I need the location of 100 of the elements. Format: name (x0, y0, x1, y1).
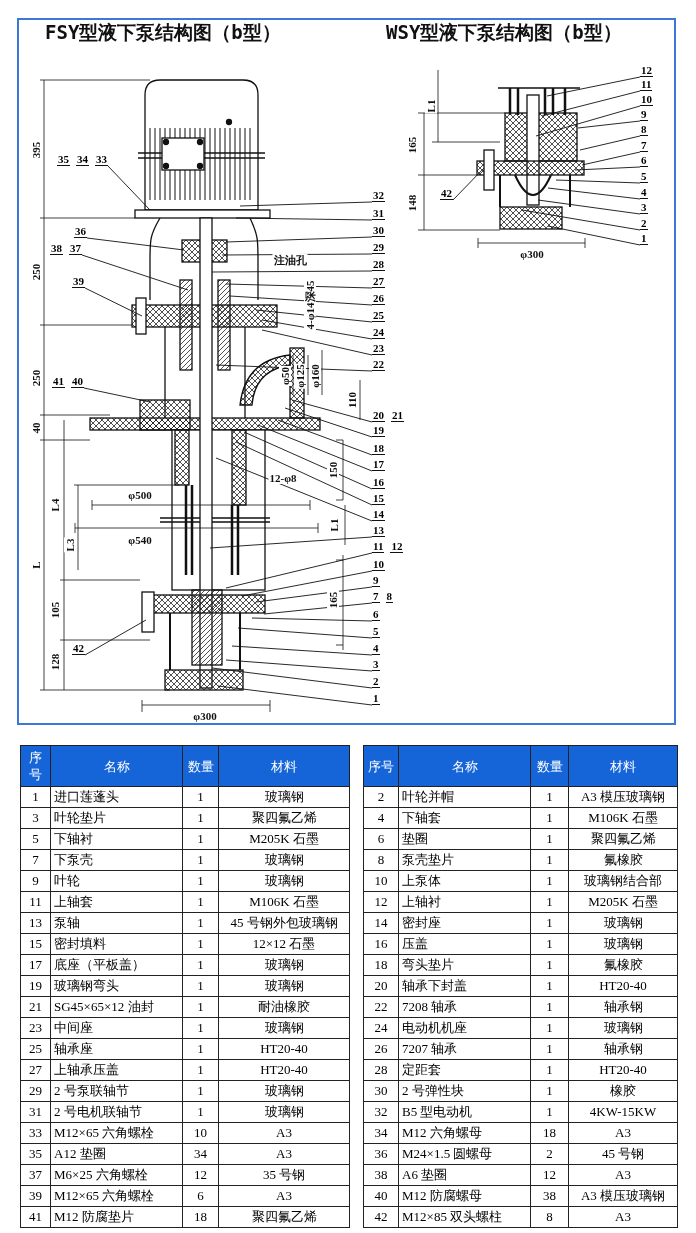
table-cell: 1 (530, 849, 569, 871)
table-cell: 玻璃钢 (218, 870, 350, 892)
leader-line (211, 667, 373, 689)
table-cell: 1 (182, 975, 219, 997)
dimension-label: 4-φ14深45 (304, 279, 316, 331)
callout-number: 8 (640, 123, 648, 136)
table-cell: 41 (20, 1206, 51, 1228)
table-cell: 下轴套 (398, 807, 531, 829)
table-cell: 中间座 (50, 1017, 183, 1039)
table-cell: 38 (363, 1164, 399, 1186)
leader-line (579, 135, 641, 151)
table-cell: 6 (182, 1185, 219, 1207)
dimension-label: L3 (64, 537, 76, 553)
table-cell: 轴承座 (50, 1038, 183, 1060)
pump-section-drawing (476, 86, 585, 230)
table-cell: 氟橡胶 (568, 849, 678, 871)
column-header: 序号 (363, 745, 399, 787)
table-cell: 1 (182, 996, 219, 1018)
table-cell: 16 (363, 933, 399, 955)
dimension-label: 150 (327, 460, 339, 480)
table-cell: A3 (568, 1206, 678, 1228)
table-cell: 38 (530, 1185, 569, 1207)
table-cell: M205K 石墨 (568, 891, 678, 913)
dimension-label: φ300 (192, 710, 218, 722)
table-cell: 玻璃钢弯头 (50, 975, 183, 997)
table-cell: 1 (530, 912, 569, 934)
callout-number: 16 (372, 476, 385, 489)
table-cell: 30 (363, 1080, 399, 1102)
table-cell: 34 (363, 1122, 399, 1144)
table-cell: 弯头垫片 (398, 954, 531, 976)
table-cell: 玻璃钢 (568, 933, 678, 955)
callout-number: 23 (372, 342, 385, 355)
callout-number: 35 (57, 153, 70, 166)
callout-number: 34 (76, 153, 89, 166)
table-cell: 上轴承压盖 (50, 1059, 183, 1081)
table-cell: 1 (530, 870, 569, 892)
table-cell: 泵轴 (50, 912, 183, 934)
table-cell: A3 (218, 1122, 350, 1144)
leader-line (81, 254, 189, 291)
table-cell: 7207 轴承 (398, 1038, 531, 1060)
callout-number: 5 (372, 625, 380, 638)
table-cell: 1 (530, 1059, 569, 1081)
dimension-label: 105 (49, 600, 61, 620)
dimension-label: 40 (30, 421, 42, 435)
table-cell: A3 (568, 1122, 678, 1144)
table-cell: 玻璃钢 (568, 1017, 678, 1039)
dimension-label: 注油孔 (272, 254, 308, 266)
table-cell: 21 (20, 996, 51, 1018)
table-cell: M12×65 六角螺栓 (50, 1122, 183, 1144)
table-cell: 2 (363, 786, 399, 808)
dimension-label: L (30, 560, 42, 570)
callout-number: 11 (640, 78, 653, 91)
callout-number: 28 (372, 258, 385, 271)
dimension-label: 128 (49, 652, 61, 672)
leader-line (261, 319, 373, 340)
callout-number: 40 (71, 375, 84, 388)
table-cell: 1 (530, 1101, 569, 1123)
table-cell: 33 (20, 1122, 51, 1144)
callout-number: 37 (69, 242, 82, 255)
callout-number: 36 (74, 225, 87, 238)
table-cell: 上轴衬 (398, 891, 531, 913)
table-cell: M106K 石墨 (568, 807, 678, 829)
callout-number: 31 (372, 207, 385, 220)
table-cell: 轴承钢 (568, 996, 678, 1018)
leader-line (237, 627, 373, 639)
table-cell: 42 (363, 1206, 399, 1228)
leader-line (577, 120, 641, 129)
table-cell: 2 号弹性块 (398, 1080, 531, 1102)
table-cell: 1 (182, 891, 219, 913)
table-cell: A3 模压玻璃钢 (568, 1185, 678, 1207)
table-cell: 12 (530, 1164, 569, 1186)
leader-line (581, 151, 641, 166)
table-cell: 玻璃钢 (218, 1101, 350, 1123)
callout-number: 29 (372, 241, 385, 254)
table-cell: 31 (20, 1101, 51, 1123)
table-cell: 35 (20, 1143, 51, 1165)
table-cell: 1 (182, 1101, 219, 1123)
leader-line (86, 237, 185, 251)
table-cell: HT20-40 (218, 1059, 350, 1081)
table-cell: 2 号电机联轴节 (50, 1101, 183, 1123)
table-cell: 耐油橡胶 (218, 996, 350, 1018)
dimension-label: L1 (328, 517, 340, 533)
table-cell: 36 (363, 1143, 399, 1165)
leader-line (291, 399, 373, 423)
table-cell: A3 (218, 1143, 350, 1165)
callout-number: 21 (391, 409, 404, 422)
table-cell: 28 (363, 1059, 399, 1081)
leader-line (107, 165, 151, 211)
table-cell: M24×1.5 圆螺母 (398, 1143, 531, 1165)
table-cell: HT20-40 (568, 975, 678, 997)
callout-number: 5 (640, 170, 648, 183)
leader-line (231, 645, 373, 656)
table-cell: M6×25 六角螺栓 (50, 1164, 183, 1186)
callout-number: 9 (640, 108, 648, 121)
leader-line (241, 570, 373, 597)
table-cell: 氟橡胶 (568, 954, 678, 976)
table-cell: 玻璃钢 (218, 1017, 350, 1039)
callout-number: 2 (372, 675, 380, 688)
callout-number: 4 (640, 186, 648, 199)
pump-section-drawing (89, 79, 321, 691)
